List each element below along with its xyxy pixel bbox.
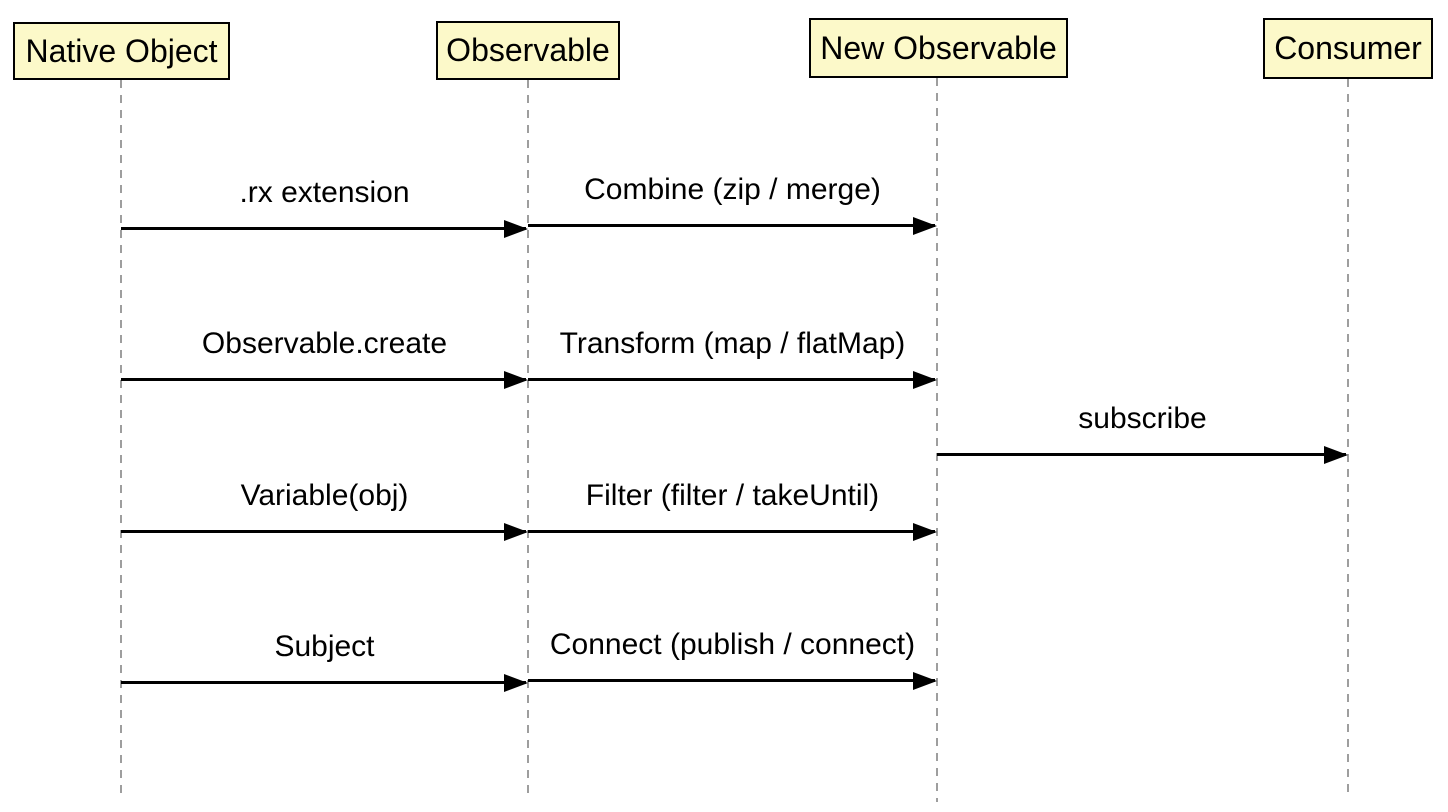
arrowhead-icon [504,522,528,541]
actor-label: Consumer [1274,30,1422,66]
arrowhead-icon [913,671,937,690]
lifeline-native-object [120,80,122,800]
arrow-line [528,370,937,389]
arrow-line [121,673,528,692]
arrowhead-icon [504,370,528,389]
lifeline-consumer [1347,79,1349,795]
message-rx-extension: .rx extension [121,170,528,238]
message-label: .rx extension [239,176,410,209]
actor-label: Native Object [25,32,218,69]
arrowhead-icon [504,219,528,238]
actor-observable: Observable [436,21,620,80]
arrow-line [121,522,528,541]
message-observable-create: Observable.create [121,321,528,389]
arrow-line [121,370,528,389]
arrow-line [121,219,528,238]
lifeline-observable [527,80,529,800]
message-connect: Connect (publish / connect) [528,622,937,690]
message-subscribe: subscribe [937,396,1348,464]
arrow-line [528,671,937,690]
message-label: Combine (zip / merge) [584,173,881,206]
message-subject: Subject [121,624,528,692]
arrow-line [937,445,1348,464]
actor-consumer: Consumer [1263,18,1433,79]
lifeline-new-observable [936,78,938,802]
message-label: Filter (filter / takeUntil) [585,479,880,512]
arrowhead-icon [504,673,528,692]
actor-label: New Observable [820,29,1057,66]
arrowhead-icon [1324,445,1348,464]
message-label: Transform (map / flatMap) [559,327,906,360]
message-transform: Transform (map / flatMap) [528,321,937,389]
arrowhead-icon [913,522,937,541]
message-label: Variable(obj) [240,479,409,512]
arrowhead-icon [913,370,937,389]
message-filter: Filter (filter / takeUntil) [528,473,937,541]
message-label: Observable.create [201,327,448,360]
message-label: subscribe [1078,402,1207,435]
arrow-line [528,522,937,541]
actor-native-object: Native Object [13,22,230,80]
actor-label: Observable [446,32,610,68]
message-variable-obj: Variable(obj) [121,473,528,541]
actor-new-observable: New Observable [809,18,1068,78]
arrow-line [528,216,937,235]
message-combine: Combine (zip / merge) [528,167,937,235]
message-label: Subject [274,630,375,663]
message-label: Connect (publish / connect) [549,628,916,661]
arrowhead-icon [913,216,937,235]
